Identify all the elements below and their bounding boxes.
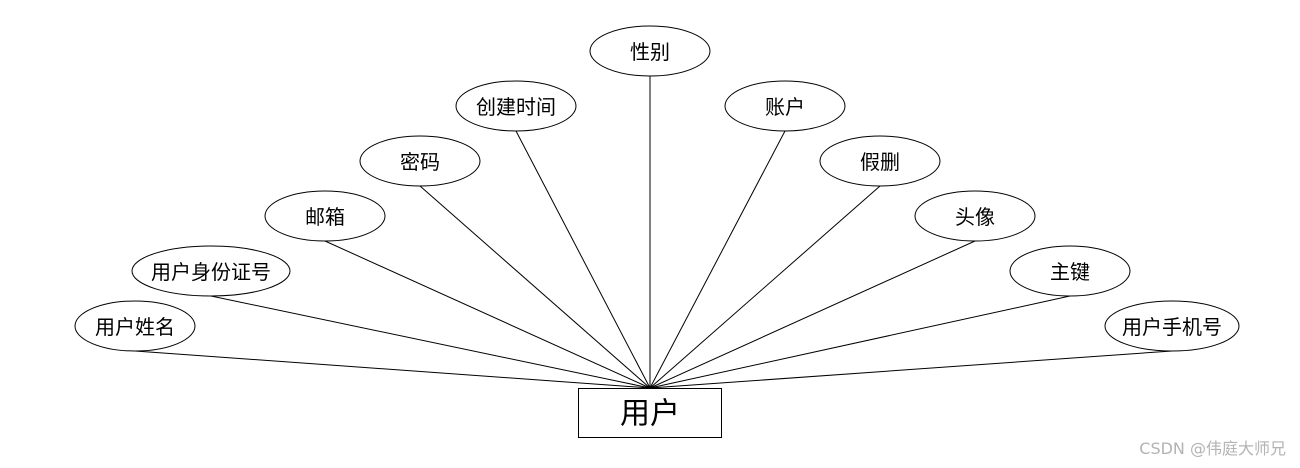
connector-line xyxy=(649,130,786,389)
attribute-label: 用户身份证号 xyxy=(151,260,271,284)
connector-line xyxy=(134,350,651,389)
attribute-label: 密码 xyxy=(400,150,440,174)
attribute-node: 用户身份证号 xyxy=(131,245,291,297)
connector-line xyxy=(649,185,881,389)
attribute-ellipse xyxy=(914,190,1036,242)
attribute-node: 账户 xyxy=(724,80,846,132)
connector-line xyxy=(649,240,976,389)
attribute-label: 账户 xyxy=(765,95,805,119)
attribute-label: 创建时间 xyxy=(476,95,556,119)
attribute-node: 创建时间 xyxy=(455,80,577,132)
attribute-node: 性别 xyxy=(589,25,711,77)
entity-node: 用户 xyxy=(578,388,722,438)
attribute-node: 用户手机号 xyxy=(1104,300,1240,352)
connector-line xyxy=(649,295,1071,389)
attribute-ellipse xyxy=(455,80,577,132)
attribute-ellipse xyxy=(724,80,846,132)
attribute-ellipse xyxy=(359,135,481,187)
attribute-ellipse xyxy=(264,190,386,242)
attribute-ellipse xyxy=(819,135,941,187)
attribute-node: 假删 xyxy=(819,135,941,187)
attribute-node: 邮箱 xyxy=(264,190,386,242)
attribute-node: 主键 xyxy=(1009,245,1131,297)
entity-box xyxy=(578,388,722,438)
entity-label: 用户 xyxy=(620,397,680,432)
attribute-ellipse xyxy=(131,245,291,297)
connector-lines xyxy=(134,76,1173,389)
attribute-label: 性别 xyxy=(630,40,670,64)
attribute-ellipse xyxy=(74,300,196,352)
attribute-label: 用户姓名 xyxy=(95,315,175,339)
attribute-node: 头像 xyxy=(914,190,1036,242)
attribute-ellipse xyxy=(1104,300,1240,352)
attribute-label: 头像 xyxy=(955,205,995,229)
attribute-label: 用户手机号 xyxy=(1122,315,1222,339)
connector-line xyxy=(515,130,651,389)
connector-line xyxy=(649,350,1173,389)
connector-line xyxy=(210,295,651,389)
attribute-ellipse xyxy=(1009,245,1131,297)
connector-line xyxy=(419,185,651,389)
watermark: CSDN @伟庭大师兄 xyxy=(1139,439,1286,458)
attribute-ellipse xyxy=(589,25,711,77)
attribute-label: 主键 xyxy=(1050,260,1090,284)
connector-line xyxy=(324,240,651,389)
attribute-label: 假删 xyxy=(860,150,900,174)
attribute-node: 用户姓名 xyxy=(74,300,196,352)
attribute-node: 密码 xyxy=(359,135,481,187)
attribute-label: 邮箱 xyxy=(305,205,345,229)
